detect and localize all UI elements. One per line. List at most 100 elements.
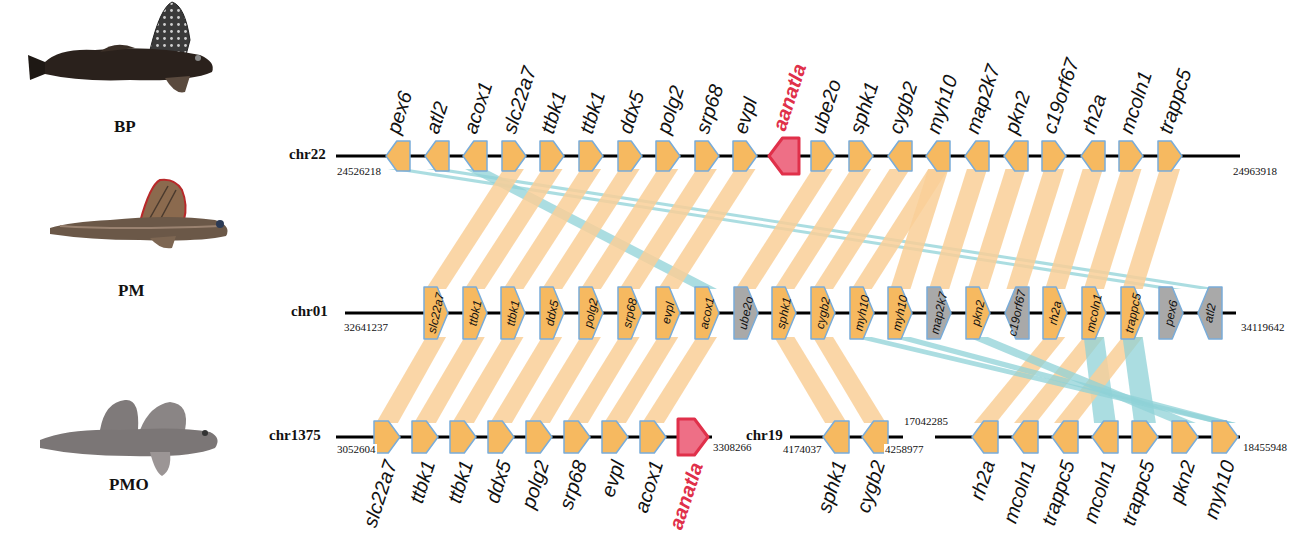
gene-arrow: mcoln1 bbox=[1082, 287, 1106, 339]
arrow-shape bbox=[564, 421, 590, 453]
gene-name: mcoln1 bbox=[1079, 458, 1118, 526]
gene-name: trappc5 bbox=[1038, 458, 1078, 528]
gene-arrow: pex6 bbox=[386, 141, 410, 171]
synteny-ribbon bbox=[642, 337, 717, 423]
arrow-shape bbox=[888, 141, 912, 171]
gene-arrow: ttbk1 bbox=[412, 421, 438, 453]
gene-arrow: polg2 bbox=[526, 421, 552, 453]
arrow-shape bbox=[823, 421, 849, 453]
gene-arrow: aanatla bbox=[678, 419, 708, 455]
gene-arrow: rh2a bbox=[1043, 287, 1067, 339]
gene-name: atl2 bbox=[1202, 302, 1218, 323]
gene-arrow: ttbk1 bbox=[540, 141, 564, 171]
gene-arrow: cygb2 bbox=[811, 287, 835, 339]
gene-arrow: pex6 bbox=[1159, 287, 1183, 339]
coordinate-label: 24963918 bbox=[1232, 166, 1278, 177]
coordinate-label: 34119642 bbox=[1240, 322, 1286, 333]
gene-name: sphk1 bbox=[846, 79, 882, 136]
gene-arrow: map2k7 bbox=[927, 287, 951, 339]
gene-arrow: c19orf67 bbox=[1005, 287, 1029, 339]
gene-arrow: rh2a bbox=[972, 421, 998, 453]
coordinate-label: 4258977 bbox=[884, 444, 925, 455]
gene-name: ttbk1 bbox=[576, 89, 608, 136]
gene-arrow: ube2o bbox=[811, 141, 835, 171]
coordinate-label: 3308266 bbox=[712, 442, 753, 453]
arrow-shape bbox=[412, 421, 438, 453]
gene-name: myh10 bbox=[923, 73, 961, 136]
arrow-shape bbox=[526, 421, 552, 453]
gene-arrow: pkn2 bbox=[1004, 141, 1028, 171]
gene-arrow: slc22a7 bbox=[502, 141, 526, 171]
gene-name: acox1 bbox=[631, 458, 667, 515]
gene-arrow: myh10 bbox=[926, 141, 950, 171]
gene-arrow: evpl bbox=[602, 421, 628, 453]
gene-arrow: ddx5 bbox=[618, 141, 642, 171]
arrow-shape bbox=[1132, 421, 1158, 453]
gene-arrow: atl2 bbox=[425, 141, 449, 171]
synteny-ribbon bbox=[427, 169, 1221, 289]
arrow-shape bbox=[1081, 141, 1105, 171]
coordinate-label: 18455948 bbox=[1242, 442, 1288, 453]
synteny-ribbon bbox=[658, 169, 755, 289]
arrow-shape bbox=[926, 141, 950, 171]
gene-name: evpl bbox=[598, 458, 628, 499]
gene-name: c19orf67 bbox=[1039, 56, 1082, 136]
gene-name: srp68 bbox=[556, 458, 590, 512]
gene-name: slc22a7 bbox=[360, 458, 400, 530]
gene-name: pkn2 bbox=[1001, 89, 1033, 136]
gene-name: map2k7 bbox=[962, 62, 1003, 136]
gene-name: slc22a7 bbox=[499, 64, 539, 136]
gene-name: ddx5 bbox=[615, 89, 647, 136]
synteny-ribbon bbox=[388, 169, 1181, 289]
arrow-shape bbox=[488, 421, 514, 453]
gene-name: cygb2 bbox=[885, 79, 921, 136]
gene-arrow: ttbk1 bbox=[450, 421, 476, 453]
arrow-shape bbox=[502, 141, 526, 171]
species-label: PM bbox=[117, 282, 145, 299]
gene-name: srp68 bbox=[692, 82, 726, 136]
gene-name: mcoln1 bbox=[999, 458, 1038, 526]
gene-name: sphk1 bbox=[814, 458, 850, 515]
gene-arrow: ube2o bbox=[734, 287, 758, 339]
gene-name: rh2a bbox=[967, 458, 998, 502]
gene-name: pex6 bbox=[383, 89, 415, 136]
gene-arrow: sphk1 bbox=[849, 141, 873, 171]
bp-fish bbox=[28, 2, 213, 92]
synteny-ribbon bbox=[852, 169, 949, 289]
arrow-shape bbox=[450, 421, 476, 453]
gene-arrow: mcoln1 bbox=[1092, 421, 1118, 453]
arrow-shape bbox=[579, 141, 603, 171]
synteny-ribbon bbox=[813, 337, 886, 423]
gene-arrow: ddx5 bbox=[540, 287, 564, 339]
gene-name: ddx5 bbox=[482, 458, 514, 505]
gene-arrow: trappc5 bbox=[1158, 141, 1182, 171]
gene-arrow: evpl bbox=[656, 287, 680, 339]
arrow-shape bbox=[656, 141, 680, 171]
gene-arrow: myh10 bbox=[888, 287, 912, 339]
gene-arrow: atl2 bbox=[1198, 287, 1222, 339]
arrow-shape bbox=[1092, 421, 1118, 453]
gene-name: aanatla bbox=[769, 61, 809, 133]
gene-arrow: pkn2 bbox=[966, 287, 990, 339]
gene-name: ttbk1 bbox=[444, 458, 476, 505]
arrow-shape bbox=[1158, 141, 1182, 171]
gene-arrow: ttbk1 bbox=[463, 287, 487, 339]
gene-arrow: slc22a7 bbox=[374, 421, 400, 453]
gene-name: ttbk1 bbox=[406, 458, 438, 505]
arrow-shape bbox=[678, 419, 708, 455]
arrow-shape bbox=[640, 421, 666, 453]
chromosome-label: chr1375 bbox=[268, 428, 322, 443]
arrow-shape bbox=[811, 141, 835, 171]
gene-name: acox1 bbox=[460, 79, 496, 136]
arrow-shape bbox=[972, 421, 998, 453]
gene-arrow: ttbk1 bbox=[501, 287, 525, 339]
gene-arrow: sphk1 bbox=[772, 287, 796, 339]
gene-arrow: acox1 bbox=[463, 141, 487, 171]
synteny-ribbon bbox=[890, 337, 1236, 423]
gene-name: mcoln1 bbox=[1116, 68, 1155, 136]
arrow-shape bbox=[618, 141, 642, 171]
gene-arrow: ddx5 bbox=[488, 421, 514, 453]
gene-arrow: acox1 bbox=[695, 287, 719, 339]
gene-arrow: srp68 bbox=[618, 287, 642, 339]
